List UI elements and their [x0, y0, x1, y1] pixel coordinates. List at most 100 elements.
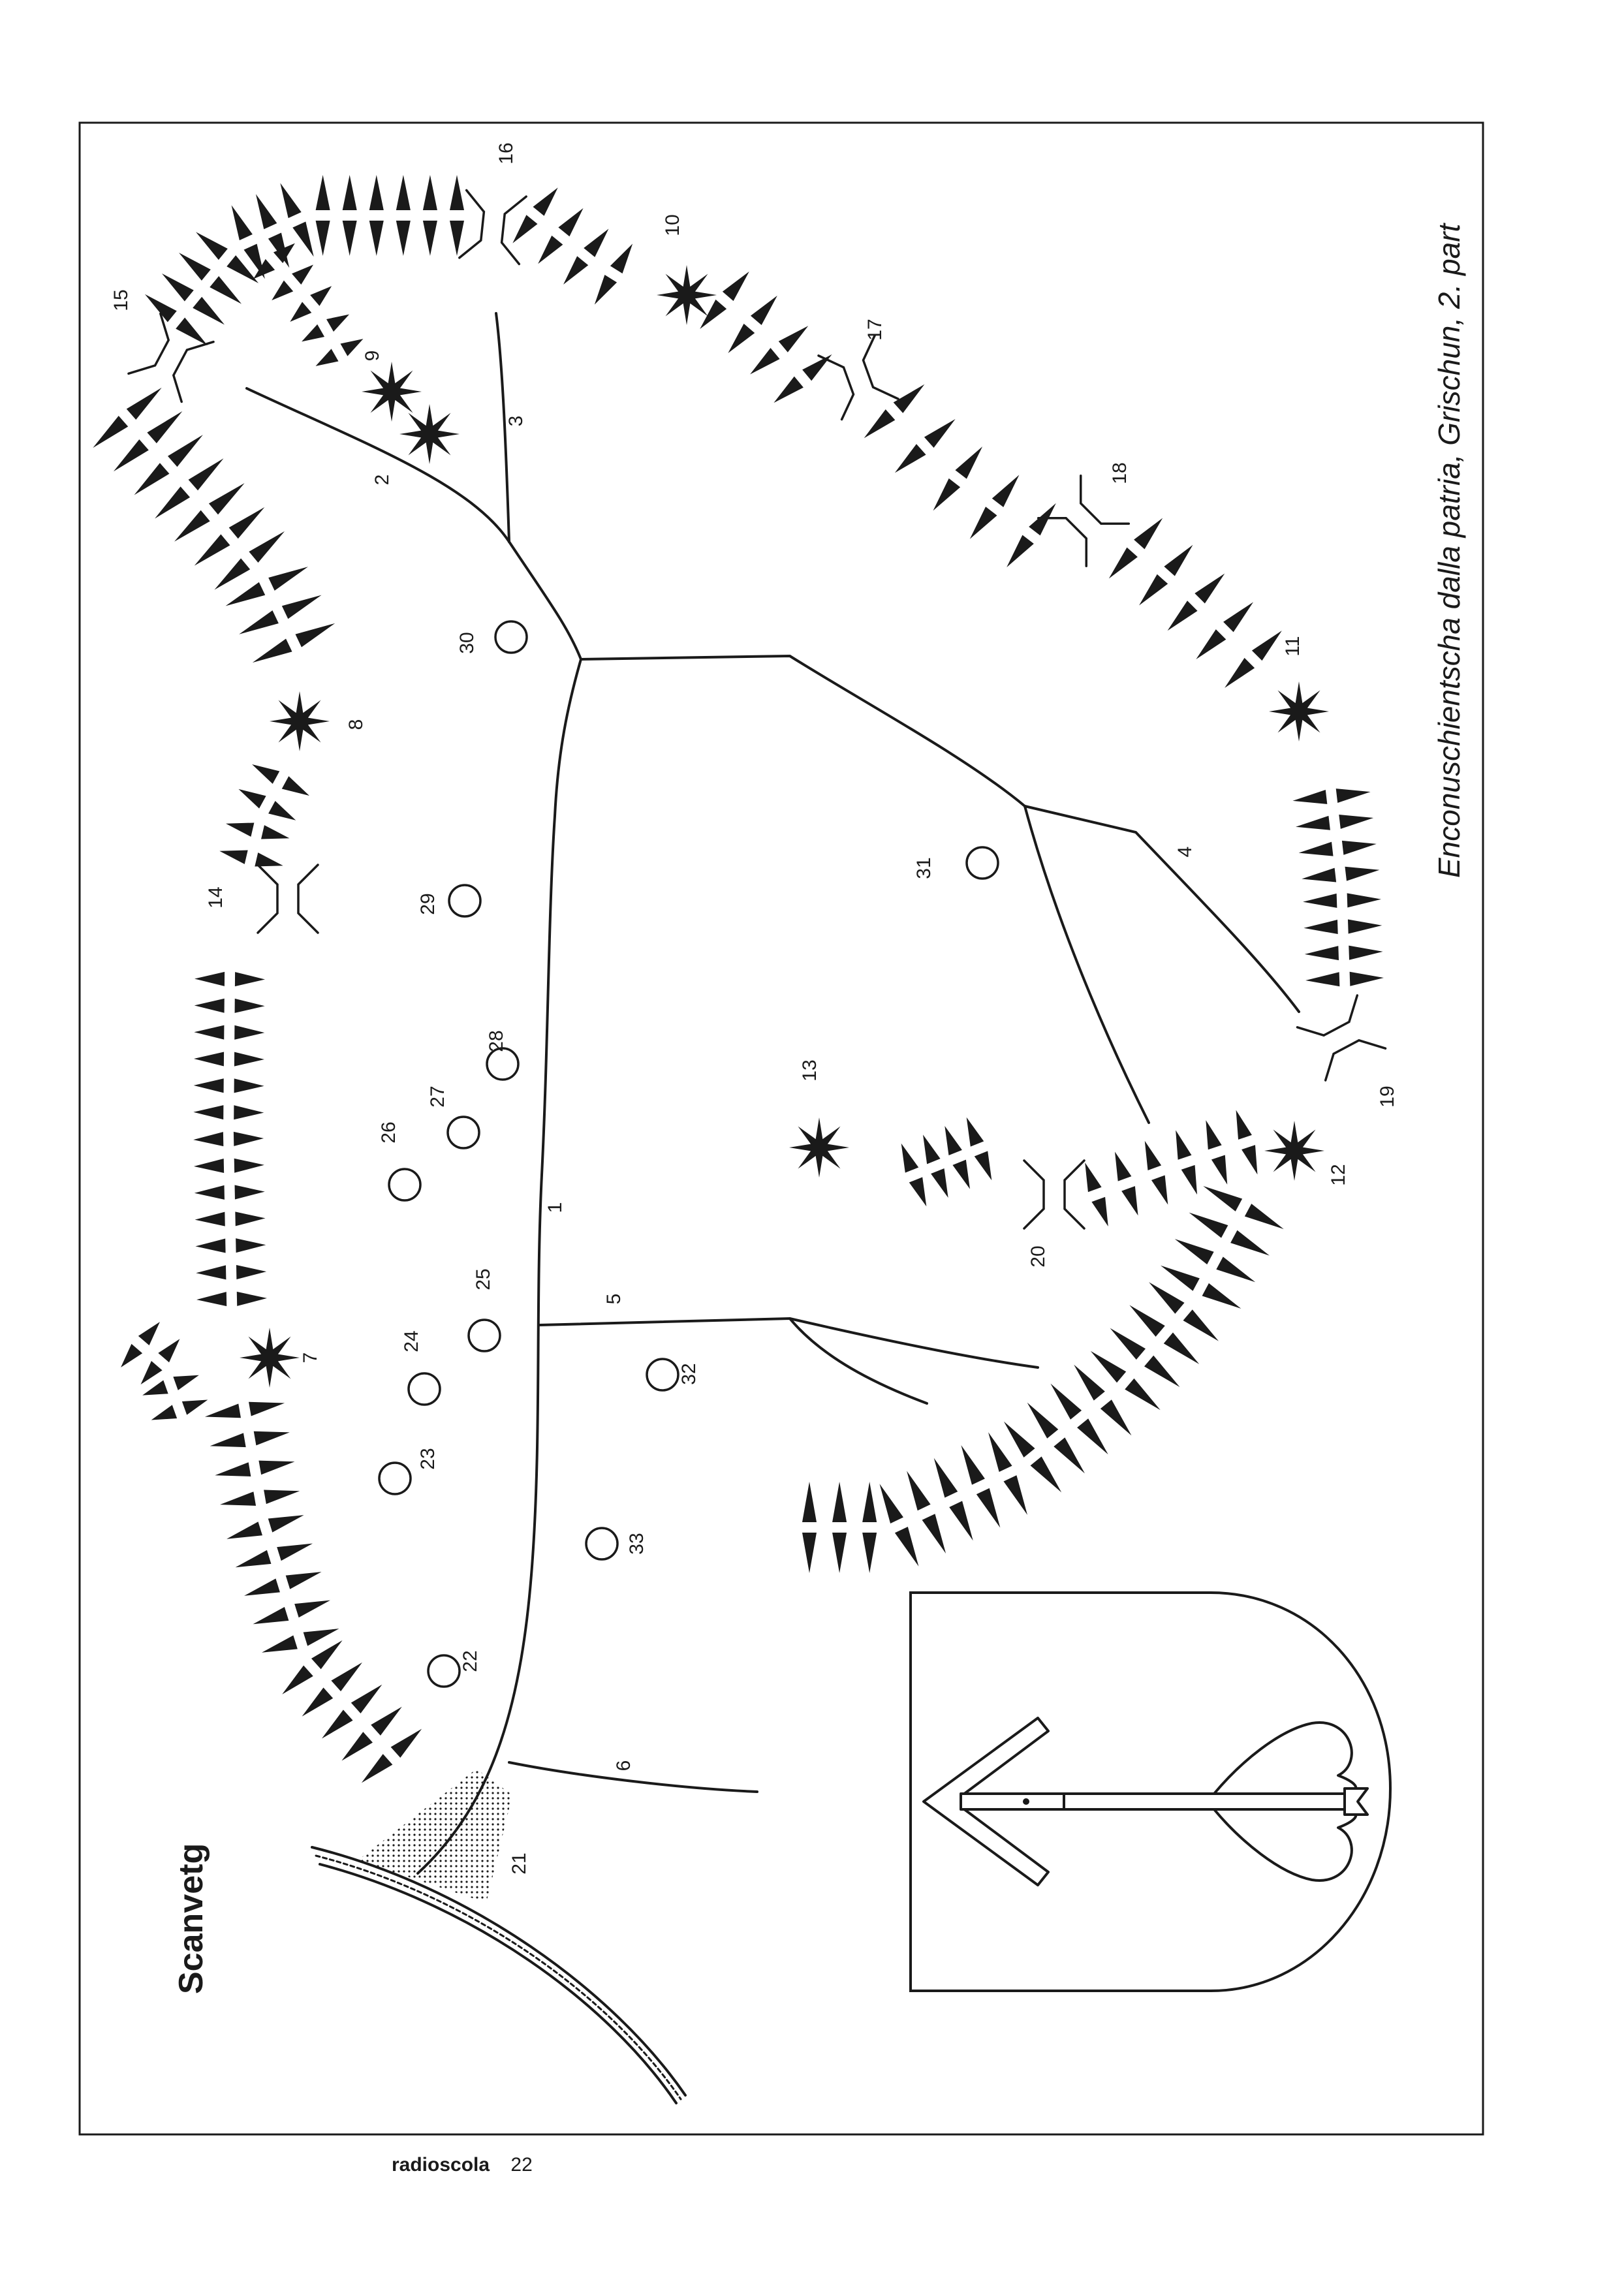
ridge-tooth [1085, 1163, 1102, 1193]
ridge-tooth [1161, 1265, 1200, 1291]
ridge-tooth [1077, 1418, 1108, 1455]
ridge-tooth [864, 409, 896, 439]
map-number-label: 3 [505, 416, 527, 427]
map-number-label: 29 [417, 893, 439, 914]
map-number-label: 28 [486, 1030, 507, 1052]
ridge-tooth [1302, 867, 1337, 882]
ridge-tooth [371, 1706, 402, 1736]
ridge-tooth [113, 439, 149, 472]
ridge-tooth [1091, 1196, 1108, 1226]
river-layer [245, 312, 1300, 1875]
ridge-tooth [1115, 1151, 1132, 1181]
peak-layer [240, 265, 1329, 1388]
ridge-tooth [1050, 1383, 1082, 1420]
ridge-tooth [268, 567, 308, 591]
ridge-tooth [966, 1117, 984, 1147]
ridge-tooth [234, 1158, 264, 1173]
ridge-tooth [252, 638, 292, 663]
railway-track-inner [319, 1863, 678, 2104]
ridge-tooth [226, 1522, 262, 1539]
ridge-tooth [204, 1403, 241, 1418]
ridge-tooth [234, 1078, 264, 1093]
ridge-far-right [1292, 788, 1384, 987]
ridge-tooth [258, 1460, 295, 1475]
village-circle-icon [646, 1358, 679, 1392]
ridge-tooth [181, 1399, 208, 1415]
ridge-tooth [315, 175, 330, 210]
arrow-shaft [960, 1792, 1354, 1811]
ridge-tooth [195, 1211, 225, 1226]
ridge-left-mid [193, 971, 267, 1307]
map-number-label: 7 [300, 1352, 321, 1364]
village-circle-icon [427, 1654, 461, 1688]
ridge-tooth [134, 463, 170, 495]
ridge-tooth [273, 243, 295, 264]
ridge-top-inner [253, 243, 364, 366]
ridge-tooth [1304, 946, 1339, 961]
ridge-tooth [1347, 893, 1381, 908]
ridge-tooth [1223, 602, 1254, 632]
map-number-label: 21 [508, 1852, 530, 1874]
ridge-tooth [253, 258, 275, 279]
ridge-tooth [174, 510, 210, 542]
ridge-tooth [722, 271, 749, 302]
ridge-tooth [1100, 1399, 1132, 1436]
ridge-tooth [1347, 919, 1382, 934]
river-5-branch [538, 1317, 1039, 1369]
ridge-tooth [728, 323, 755, 353]
coat-of-arms [909, 1591, 1392, 1992]
ridge-tooth [253, 1606, 289, 1625]
map-number-label: 9 [362, 351, 383, 362]
ridge-tooth [281, 776, 309, 796]
ridge-tooth [700, 299, 727, 330]
ridge-tooth [239, 610, 279, 634]
arrow-dot [1023, 1798, 1029, 1805]
ridge-tooth [252, 764, 280, 784]
ridge-tooth [234, 1185, 265, 1200]
publication-name: radioscola [392, 2154, 490, 2176]
ridge-tooth [512, 215, 538, 243]
arrow-fletch-top [1213, 1721, 1358, 1795]
ridge-tooth [195, 1238, 226, 1253]
railway [311, 1846, 687, 2104]
ridge-tooth [1183, 1309, 1219, 1341]
ridge-tooth [802, 354, 832, 381]
ridge-tooth [1203, 1185, 1243, 1211]
map-number-label: 10 [662, 214, 683, 236]
ridge-tooth [231, 205, 253, 241]
ridge-tooth [955, 446, 983, 479]
map-number-label: 11 [1282, 636, 1304, 656]
ridge-tooth [1121, 1186, 1138, 1216]
ridge-tooth [196, 1265, 226, 1280]
ridge-tooth [176, 317, 208, 346]
ridge-tooth [976, 1488, 1001, 1528]
ridge-tooth [196, 232, 228, 260]
ridge-tooth [1125, 1378, 1161, 1411]
ridge-tooth [93, 415, 129, 448]
ridge-tooth [145, 294, 177, 322]
ridge-tooth [390, 1728, 422, 1758]
ridge-tooth [750, 295, 777, 326]
ridge-tooth [832, 1482, 847, 1522]
ridge-tooth [234, 972, 265, 987]
ridge-tooth [285, 1572, 322, 1589]
ridge-tooth [234, 998, 265, 1013]
ridge-tooth [1129, 1305, 1165, 1337]
village-circle-icon [448, 884, 482, 918]
ridge-tooth [1303, 893, 1337, 908]
ridge-tooth [1029, 503, 1056, 536]
ridge-top-right [512, 187, 633, 305]
ridge-tooth [879, 1484, 903, 1523]
ridge-tooth [1295, 815, 1330, 830]
ridge-tooth [961, 1445, 985, 1485]
ridge-tooth [249, 531, 285, 563]
ridge-tooth [1144, 1140, 1162, 1170]
ridge-tooth [922, 1514, 946, 1554]
map-number-label: 19 [1377, 1085, 1398, 1107]
ridge-tooth [226, 255, 259, 283]
ridge-tooth [933, 1458, 958, 1498]
ridge-tooth [228, 507, 265, 539]
map-number-label: 12 [1328, 1164, 1349, 1185]
map-number-label: 4 [1174, 847, 1196, 858]
ridge-tooth [923, 1134, 941, 1164]
